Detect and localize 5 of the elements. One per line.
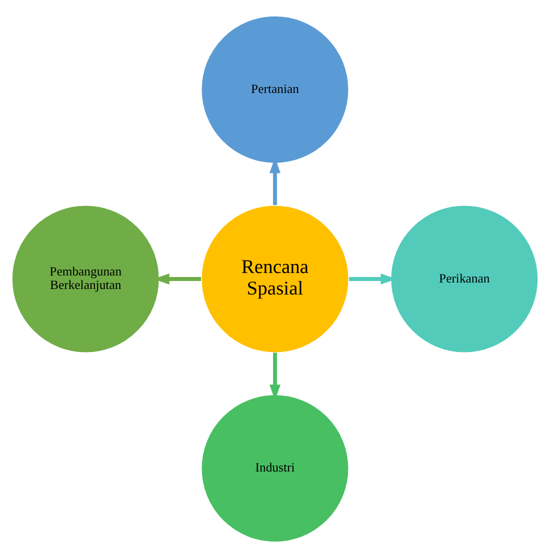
node-circle: Rencana Spasial bbox=[200, 204, 350, 353]
node-circle: Industri bbox=[200, 394, 350, 542]
node-circle: Perikanan bbox=[390, 204, 539, 353]
node-circle: Pertanian bbox=[200, 14, 350, 164]
node-circle: Pembangunan Berkelanjutan bbox=[11, 204, 160, 353]
